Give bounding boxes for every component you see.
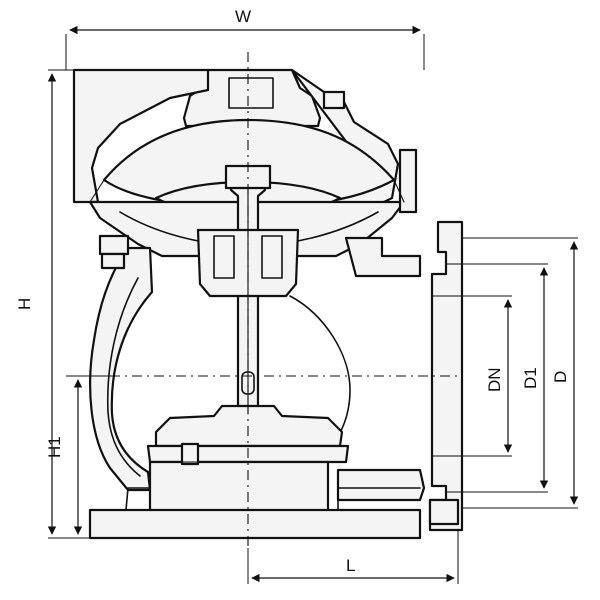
dimension-lines [47, 25, 579, 584]
nominal-diameter-label: DN [485, 367, 504, 392]
left-bolt-head [98, 234, 130, 256]
base-flange [88, 508, 422, 540]
base-right-foot [337, 487, 421, 511]
outlet-lower-pipe [336, 468, 426, 502]
flange-stud [428, 498, 460, 526]
flange-diameter-label: D [551, 371, 570, 383]
base-left-foot [89, 487, 151, 511]
lower-left-stud [180, 442, 200, 466]
cover-split-right [393, 179, 405, 203]
top-plug [228, 77, 274, 109]
guide-left-block [213, 235, 235, 279]
right-side-stud [398, 148, 418, 214]
valve-body-drawing [66, 52, 464, 548]
left-bolt-base [100, 252, 126, 270]
valve-disc [154, 404, 344, 448]
bolt-circle-label: D1 [521, 367, 540, 389]
width-label: W [235, 7, 251, 26]
center-height-label: H1 [45, 436, 64, 458]
left-inner-curve [106, 277, 141, 477]
dimension-labels: W H H1 L DN D1 D [15, 7, 570, 575]
top-right-stud [322, 90, 346, 110]
guide-right-block [261, 235, 283, 279]
upper-housing [72, 68, 210, 204]
cover-split-left [89, 179, 105, 203]
height-label: H [15, 298, 34, 310]
outlet-upper-pipe [344, 236, 422, 278]
face-length-label: L [346, 556, 355, 575]
